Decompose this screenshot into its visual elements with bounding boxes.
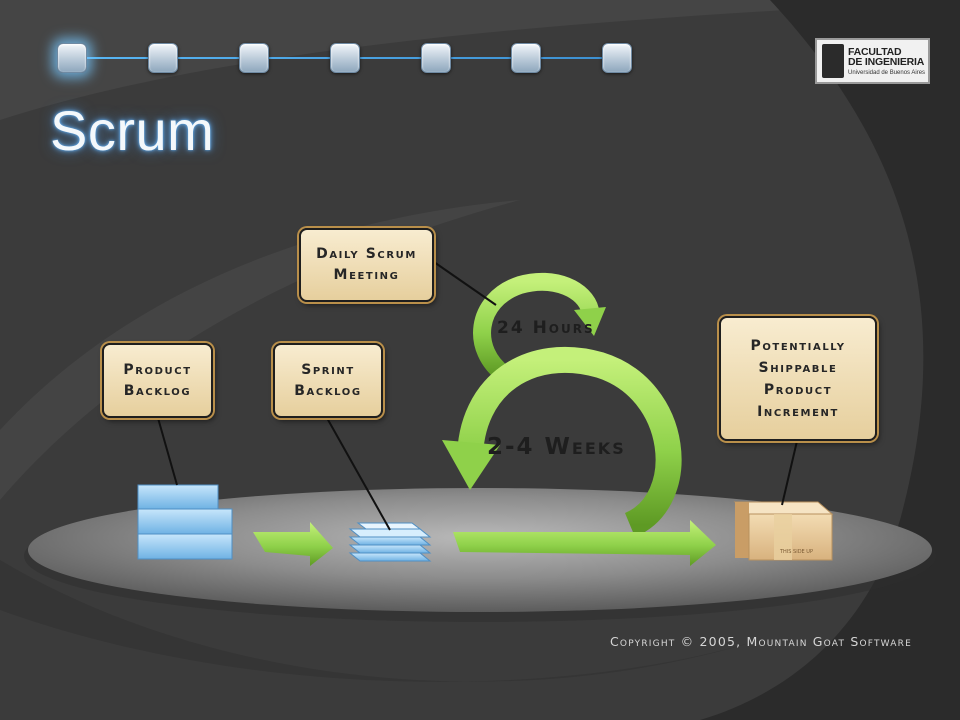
sprint-cycle-arrow bbox=[442, 347, 716, 566]
nav-dot-2[interactable] bbox=[148, 43, 178, 73]
product-backlog-callout: Product Backlog bbox=[102, 343, 213, 418]
callout-line: Increment bbox=[757, 403, 839, 420]
backlog-flow-arrow bbox=[253, 522, 333, 566]
callout-line: Backlog bbox=[123, 382, 192, 399]
university-logo: FACULTAD DE INGENIERIA Universidad de Bu… bbox=[815, 38, 930, 84]
callout-line: Meeting bbox=[333, 267, 400, 283]
nav-dot-6[interactable] bbox=[511, 43, 541, 73]
logo-line-3: Universidad de Buenos Aires bbox=[848, 69, 926, 76]
shipping-box: THIS SIDE UP bbox=[733, 501, 834, 561]
nav-dot-7[interactable] bbox=[602, 43, 632, 73]
daily-cycle-arrow bbox=[473, 272, 606, 383]
callout-line: Product bbox=[763, 381, 833, 398]
copyright-notice: Copyright © 2005, Mountain Goat Software bbox=[610, 634, 912, 649]
nav-dot-3[interactable] bbox=[239, 43, 269, 73]
faculty-emblem-icon bbox=[822, 44, 844, 78]
daily-cycle-label: 24 Hours bbox=[497, 318, 595, 338]
sprint-cycle-label: 2-4 Weeks bbox=[487, 434, 626, 460]
daily-scrum-callout: Daily Scrum Meeting bbox=[299, 228, 434, 302]
shippable-increment-callout: Potentially Shippable Product Increment bbox=[719, 316, 877, 441]
slide-title: Scrum bbox=[50, 99, 215, 162]
callout-line: Sprint bbox=[301, 361, 355, 378]
box-marking: THIS SIDE UP bbox=[779, 549, 813, 555]
logo-line-2: DE INGENIERIA bbox=[848, 56, 925, 68]
callout-line: Shippable bbox=[758, 359, 838, 376]
callout-line: Product bbox=[123, 361, 192, 378]
nav-dot-5[interactable] bbox=[421, 43, 451, 73]
logo-line-1: FACULTAD bbox=[848, 45, 902, 58]
sprint-backlog-callout: Sprint Backlog bbox=[273, 343, 383, 418]
product-backlog-stack bbox=[137, 484, 233, 560]
sprint-backlog-stack bbox=[348, 522, 432, 562]
callout-line: Backlog bbox=[294, 382, 362, 399]
callout-line: Potentially bbox=[750, 337, 846, 354]
nav-dot-4[interactable] bbox=[330, 43, 360, 73]
callout-leader-lines bbox=[157, 261, 798, 531]
nav-dot-1[interactable] bbox=[57, 43, 87, 73]
callout-line: Daily Scrum bbox=[316, 246, 417, 262]
